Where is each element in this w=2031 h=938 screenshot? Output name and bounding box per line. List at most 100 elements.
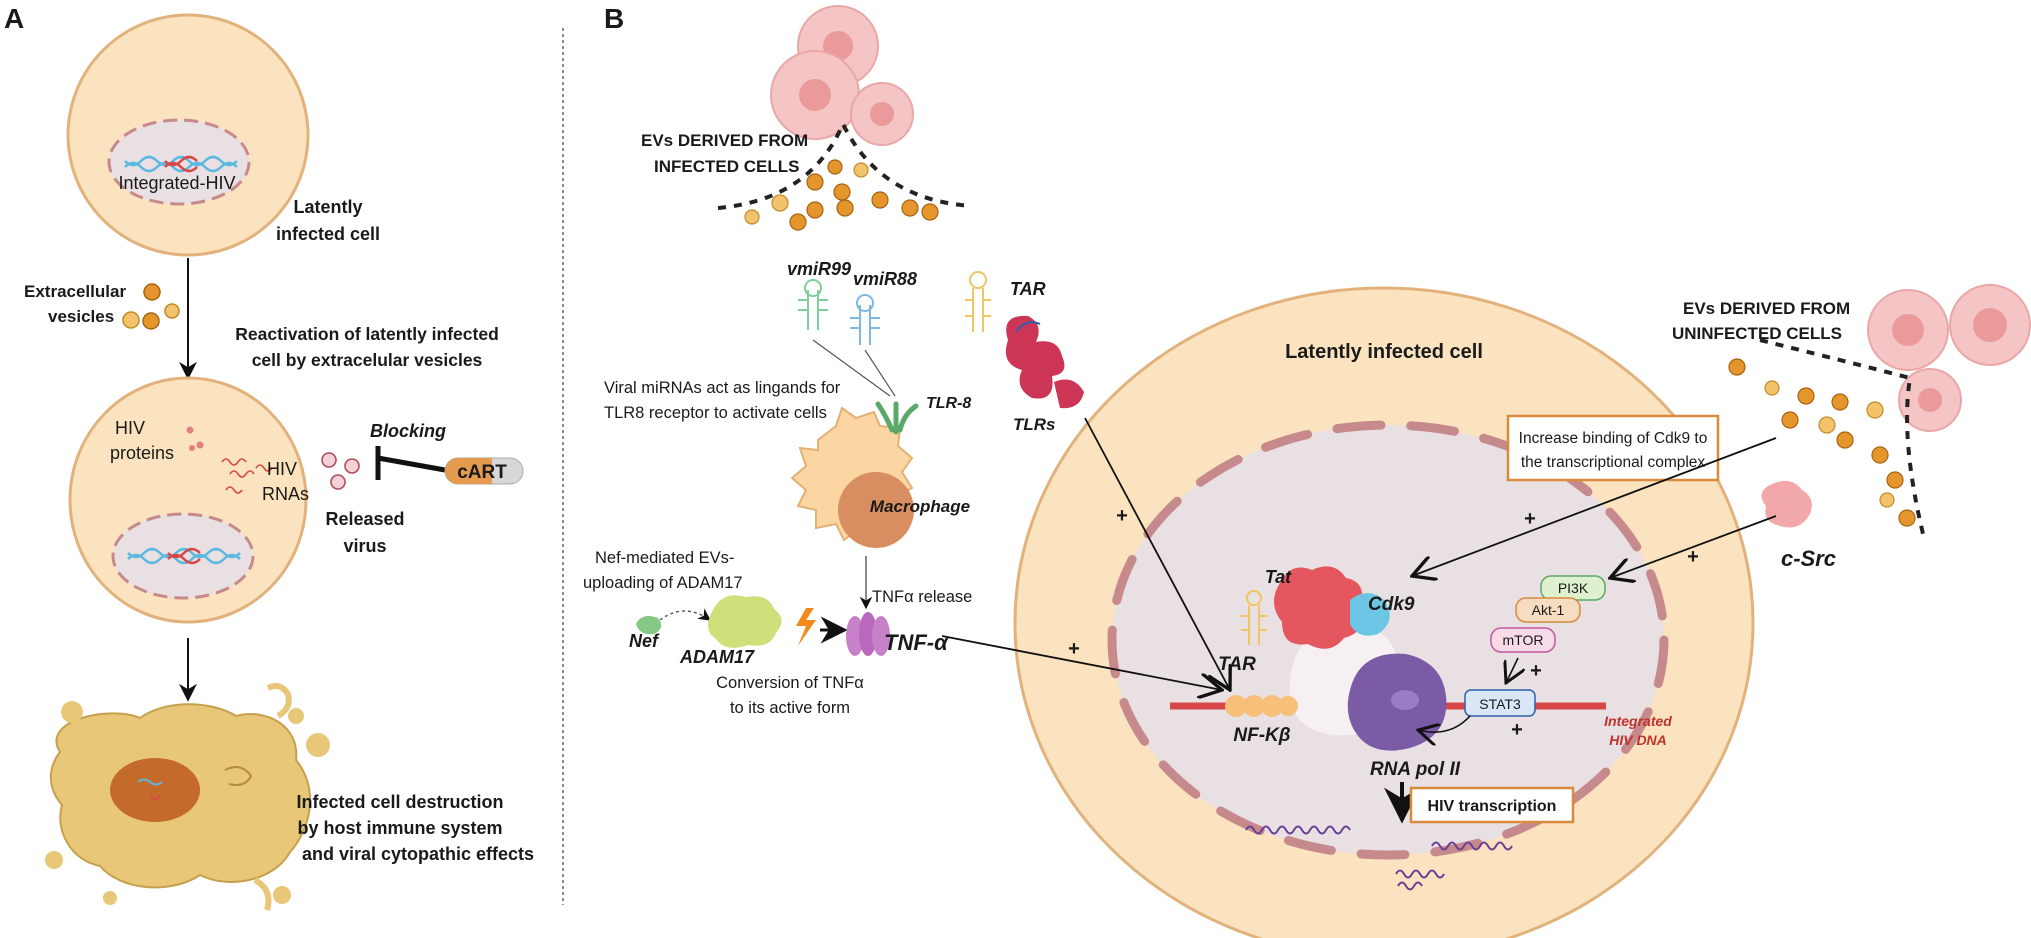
nucleus-a2	[111, 512, 255, 600]
hiv-rna-strands	[221, 458, 273, 494]
hiv-proteins-label-1: HIV	[115, 418, 145, 438]
nef-mediated-label-2: uploading of ADAM17	[583, 574, 743, 592]
pi3k-box: PI3K	[1540, 575, 1606, 601]
evs-uninfected-label-1: EVs DERIVED FROM	[1683, 299, 1850, 318]
mirna-pointer-1	[812, 339, 891, 397]
dna-helix-icon	[124, 155, 238, 173]
conversion-label-2: to its active form	[730, 699, 850, 717]
panel-a: A Integrated-HIV Latently infected cell …	[4, 3, 534, 911]
blocking-inhibitor	[375, 446, 446, 480]
evs-uninfected-label-2: UNINFECTED CELLS	[1672, 324, 1842, 343]
cdk9-label: Cdk9	[1368, 594, 1415, 615]
tnf-alpha-icon	[846, 612, 890, 656]
tar-nucleus-hairpin-icon	[1241, 590, 1267, 645]
infected-membrane-arc	[717, 119, 973, 210]
adam17-label: ADAM17	[679, 647, 755, 667]
mrna-strands	[1245, 825, 1513, 891]
extracellular-vesicles	[122, 283, 180, 330]
plus-sign: +	[1511, 719, 1523, 741]
rna-pol-ii-icon	[1347, 653, 1447, 751]
macrophage-label: Macrophage	[870, 497, 970, 516]
released-virus-label-1: Released	[325, 509, 404, 529]
plus-sign: +	[1068, 638, 1080, 660]
tnf-to-nfkb-arrow	[941, 635, 1222, 690]
latent-cell-label-2: infected cell	[276, 224, 380, 244]
latent-cell-label-1: Latently	[293, 197, 362, 217]
released-virus-icons	[321, 452, 360, 490]
evs-infected-label-2: INFECTED CELLS	[654, 157, 799, 176]
nef-icon	[636, 616, 662, 635]
csrc-to-pi3k-arrow	[1610, 515, 1777, 578]
tlrs-label: TLRs	[1013, 415, 1056, 434]
integrated-dna-label-2: HIV DNA	[1609, 732, 1667, 748]
nfkb-icon	[1225, 695, 1298, 717]
evs-infected-label-1: EVs DERIVED FROM	[641, 131, 808, 150]
vmir88-label: vmiR88	[853, 269, 917, 289]
plus-sign: +	[1530, 660, 1542, 682]
mirna-pointer-2	[864, 349, 896, 397]
nef-mediated-label-1: Nef-mediated EVs-	[595, 549, 734, 567]
tat-protein-icon	[1274, 566, 1363, 649]
increase-binding-label-2: the transcriptional complex	[1521, 454, 1706, 471]
mirna-hairpin-icon	[798, 279, 828, 330]
released-virus-label-2: virus	[343, 536, 386, 556]
infected-evs	[744, 159, 939, 231]
tnf-release-label: TNFα release	[872, 588, 972, 606]
panel-b-letter: B	[604, 3, 624, 34]
tlr8-label: TLR-8	[926, 395, 971, 412]
tlr8-receptor-icon	[875, 401, 919, 435]
mirna-hairpin-icon	[850, 294, 880, 345]
hiv-rnas-label-2: RNAs	[262, 484, 309, 504]
vmir99-label: vmiR99	[787, 259, 851, 279]
nef-to-adam-arrow	[659, 608, 712, 621]
tar-nucleus-label: TAR	[1218, 654, 1256, 675]
plus-sign: +	[1687, 546, 1699, 568]
integrated-dna-label-1: Integrated	[1604, 713, 1672, 729]
panel-a-letter: A	[4, 3, 24, 34]
tat-label: Tat	[1265, 567, 1292, 587]
blocking-label: Blocking	[370, 421, 446, 441]
tnf-alpha-label: TNF-α	[884, 630, 949, 655]
uninfected-membrane-arc	[1759, 338, 1926, 539]
lightning-icon	[796, 608, 816, 646]
mtor-to-stat3-arrow	[1506, 657, 1518, 683]
viral-mirnas-label-2: TLR8 receptor to activate cells	[604, 404, 827, 422]
protein-dots	[186, 426, 204, 451]
reactivation-label-2: cell by extracelular vesicles	[252, 350, 483, 370]
increase-binding-label-1: Increase binding of Cdk9 to	[1519, 430, 1708, 447]
tlrs-to-nfkb-arrow	[1084, 417, 1230, 690]
conversion-label-1: Conversion of TNFα	[716, 674, 864, 692]
destruction-label-3: and viral cytopathic effects	[302, 844, 534, 864]
plus-sign: +	[1524, 508, 1536, 530]
nuclear-envelope	[1107, 420, 1669, 860]
binding-to-cdk9-arrow	[1412, 437, 1777, 576]
uninfected-ev-source-cells	[1867, 284, 2031, 432]
nfkb-label: NF-Kβ	[1233, 725, 1290, 746]
stat3-label: STAT3	[1479, 696, 1521, 712]
integrated-hiv-label: Integrated-HIV	[118, 173, 235, 193]
uninfected-evs	[1728, 358, 1916, 527]
increase-binding-box	[1506, 414, 1720, 482]
adam17-icon	[708, 595, 782, 648]
stat3-box: STAT3	[1464, 689, 1536, 717]
rna-pol-label: RNA pol II	[1370, 759, 1461, 780]
destroyed-cell	[45, 683, 330, 911]
ev-label-2: vesicles	[48, 307, 114, 326]
cdk9-protein-icon	[1350, 593, 1390, 636]
hiv-rnas-label-1: HIV	[267, 459, 297, 479]
mtor-box: mTOR	[1490, 627, 1556, 653]
akt1-box: Akt-1	[1515, 597, 1581, 623]
stat3-to-pol-arrow	[1418, 715, 1471, 732]
tar-top-label: TAR	[1010, 279, 1046, 299]
tlrs-receptor-icon	[1005, 315, 1084, 409]
macrophage-cell	[790, 406, 914, 548]
latent-cell-b-label: Latently infected cell	[1285, 341, 1483, 363]
c-src-icon	[1761, 480, 1812, 528]
panel-b: B EVs DERIVED FROM INFECTED CELLS	[583, 3, 2031, 938]
pi3k-label: PI3K	[1558, 580, 1589, 596]
viral-mirnas-label-1: Viral miRNAs act as lingands for	[604, 379, 841, 397]
hiv-transcription-box	[1409, 786, 1575, 824]
destruction-label-2: by host immune system	[297, 818, 502, 838]
c-src-label: c-Src	[1781, 546, 1836, 571]
